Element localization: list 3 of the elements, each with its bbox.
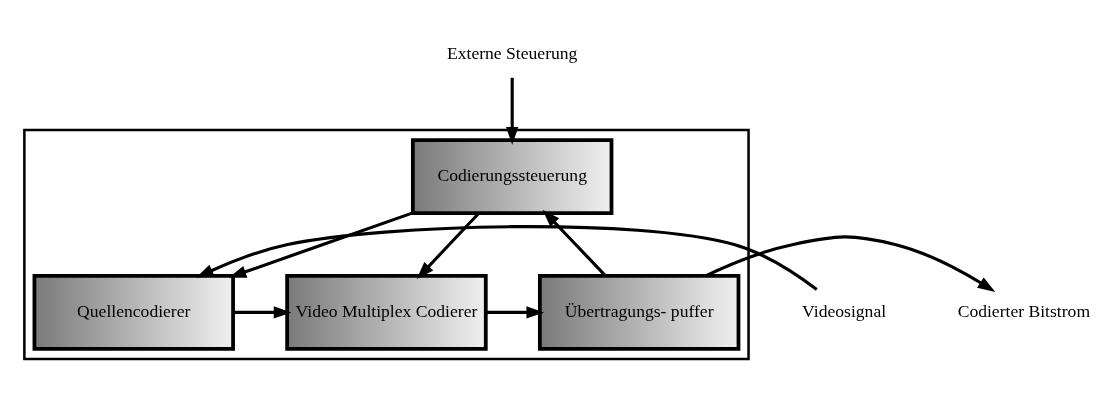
node-text: Videosignal: [802, 301, 887, 322]
node-text: Externe Steuerung: [446, 43, 578, 64]
node-text: Codierter Bitstrom: [957, 301, 1091, 322]
